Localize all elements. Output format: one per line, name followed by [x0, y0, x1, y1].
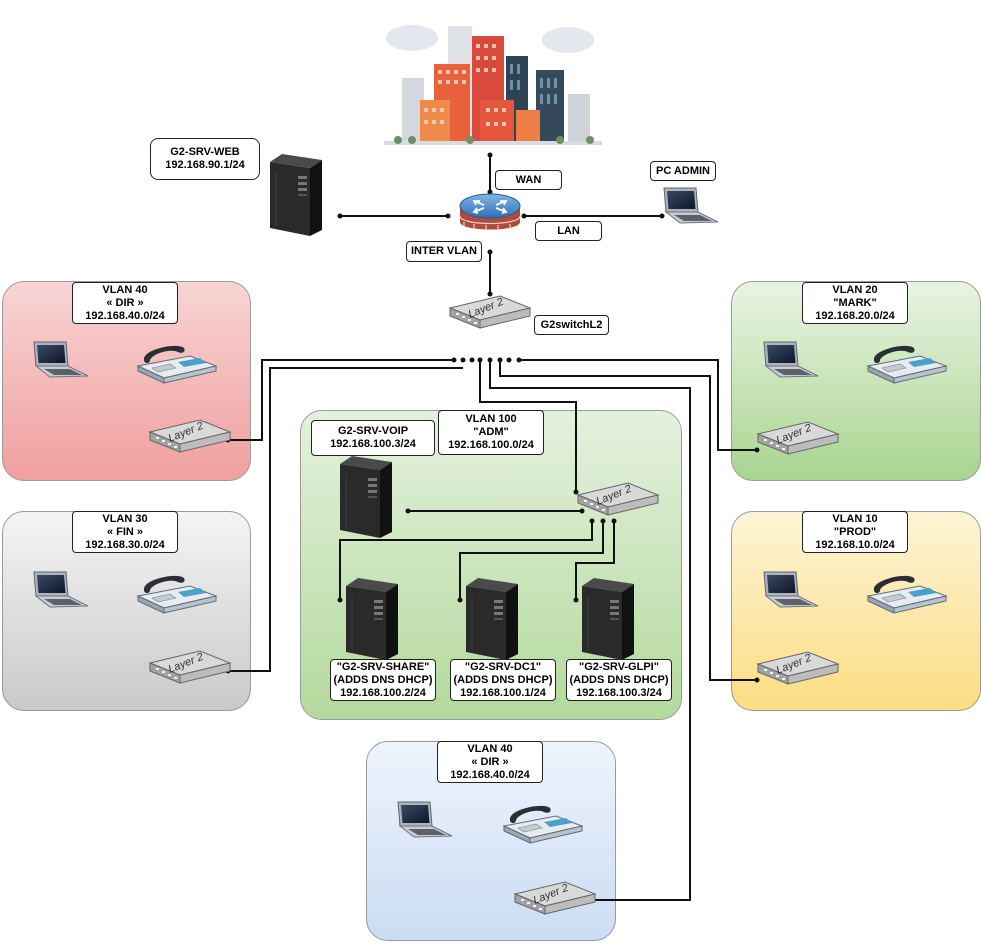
router-icon [459, 193, 521, 230]
label-text: "ADM" [473, 426, 509, 438]
dc1-server-label: "G2-SRV-DC1" (ADDS DNS DHCP) 192.168.100… [450, 659, 556, 701]
dir2-laptop-icon [397, 801, 453, 838]
connection-lines [228, 155, 757, 901]
core-switch-label: G2switchL2 [534, 315, 609, 335]
dir-phone-icon [137, 345, 217, 384]
lan-label: LAN [535, 221, 602, 241]
label-text: « DIR » [471, 755, 509, 768]
label-text: "G2-SRV-SHARE" [336, 660, 430, 673]
web-server-label: G2-SRV-WEB 192.168.90.1/24 [150, 138, 260, 180]
mark-phone-icon [867, 345, 947, 384]
vlan10-prod-label: VLAN 10 "PROD" 192.168.10.0/24 [802, 511, 908, 553]
city-skyline-icon [384, 25, 602, 145]
dir-laptop-icon [33, 341, 89, 378]
web-server-name: G2-SRV-WEB [170, 146, 240, 158]
label-text: PC ADMIN [656, 164, 710, 177]
web-server-ip: 192.168.90.1/24 [165, 159, 245, 171]
label-text: 192.168.30.0/24 [85, 538, 165, 551]
connection-endpoints [225, 152, 760, 903]
label-text: INTER VLAN [411, 245, 477, 257]
label-text: VLAN 10 [832, 512, 878, 525]
label-text: VLAN 40 [102, 283, 148, 296]
web-server-icon [269, 153, 323, 237]
inter-vlan-label: INTER VLAN [406, 241, 482, 262]
label-text: 192.168.20.0/24 [815, 309, 895, 322]
label-text: (ADDS DNS DHCP) [453, 673, 553, 686]
label-text: 192.168.10.0/24 [815, 538, 895, 551]
label-text: "G2-SRV-DC1" [464, 660, 542, 673]
label-text: G2-SRV-VOIP [337, 425, 409, 437]
label-text: VLAN 20 [832, 283, 878, 296]
vlan30-fin-label: VLAN 30 « FIN » 192.168.30.0/24 [72, 511, 178, 553]
vlan40-dir-top-label: VLAN 40 « DIR » 192.168.40.0/24 [72, 282, 178, 324]
label-text: (ADDS DNS DHCP) [333, 673, 433, 686]
mark-laptop-icon [763, 341, 819, 378]
fin-phone-icon [137, 575, 217, 614]
label-text: "PROD" [833, 525, 877, 538]
glpi-server-label: "G2-SRV-GLPI" (ADDS DNS DHCP) 192.168.10… [566, 659, 672, 701]
dir2-phone-icon [503, 805, 583, 844]
label-text: "G2-SRV-GLPI" [579, 660, 659, 673]
prod-phone-icon [867, 575, 947, 614]
label-text: 192.168.100.1/24 [460, 686, 546, 699]
label-text: « DIR » [106, 296, 144, 309]
label-text: G2switchL2 [540, 318, 603, 331]
label-text: WAN [515, 173, 542, 186]
voip-server-icon [339, 455, 393, 539]
label-text: 192.168.100.3/24 [330, 438, 416, 450]
vlan40-dir-bottom-label: VLAN 40 « DIR » 192.168.40.0/24 [437, 741, 543, 783]
vlan20-mark-label: VLAN 20 "MARK" 192.168.20.0/24 [802, 282, 908, 324]
pc-admin-label: PC ADMIN [650, 161, 716, 181]
vlan100-adm-label: VLAN 100 "ADM" 192.168.100.0/24 [438, 410, 544, 455]
label-text: 192.168.40.0/24 [85, 309, 165, 322]
voip-server-label: G2-SRV-VOIP 192.168.100.3/24 [311, 420, 435, 456]
label-text: VLAN 100 [465, 413, 517, 425]
share-server-label: "G2-SRV-SHARE" (ADDS DNS DHCP) 192.168.1… [330, 659, 436, 701]
label-text: 192.168.100.3/24 [576, 686, 662, 699]
label-text: VLAN 40 [467, 742, 513, 755]
label-text: (ADDS DNS DHCP) [569, 673, 669, 686]
label-text: LAN [557, 224, 580, 237]
label-text: 192.168.40.0/24 [450, 768, 530, 781]
label-text: VLAN 30 [102, 512, 148, 525]
label-text: 192.168.100.2/24 [340, 686, 426, 699]
admin-laptop-icon [663, 187, 719, 224]
label-text: 192.168.100.0/24 [448, 439, 534, 451]
share-server-icon [345, 577, 399, 661]
dc1-server-icon [465, 577, 519, 661]
prod-laptop-icon [763, 571, 819, 608]
fin-laptop-icon [33, 571, 89, 608]
wan-label: WAN [495, 170, 562, 190]
label-text: "MARK" [833, 296, 877, 309]
glpi-server-icon [581, 577, 635, 661]
label-text: « FIN » [106, 525, 144, 538]
